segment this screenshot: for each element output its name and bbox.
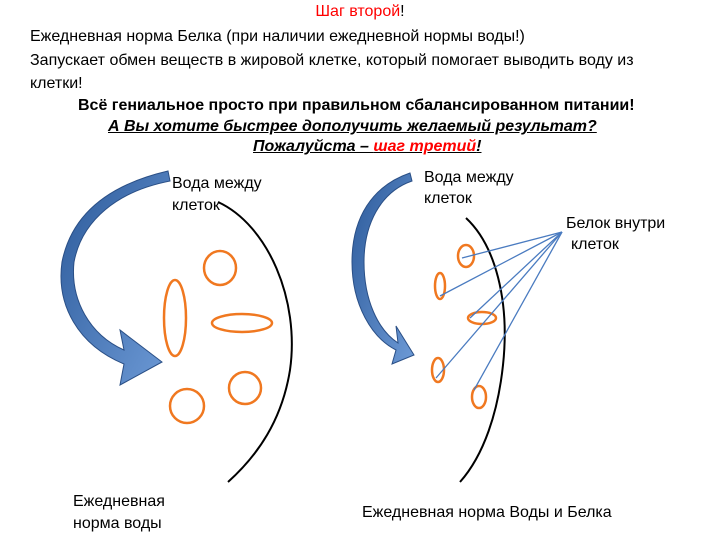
pointer-line-bottom xyxy=(473,231,563,391)
step-three-prefix: Пожалуйста – xyxy=(253,138,374,155)
pointer-line-top xyxy=(461,231,563,259)
left-cell-round-top xyxy=(202,249,238,287)
right-cell-top xyxy=(456,243,476,269)
genius-line: Всё гениальное просто при правильном сба… xyxy=(78,97,635,114)
right-curved-arrow xyxy=(351,172,415,365)
protein-pointer-lines xyxy=(435,231,563,391)
question-line: А Вы хотите быстрее дополучить желаемый … xyxy=(108,118,597,135)
left-daily-label-line2: норма воды xyxy=(73,515,162,532)
left-daily-label-line1: Ежедневная xyxy=(73,493,165,510)
pointer-line-lower xyxy=(435,231,563,379)
right-water-label-line1: Вода между xyxy=(424,169,514,186)
protein-label-line1: Белок внутри xyxy=(566,215,666,232)
step-two-highlight: Шаг второй xyxy=(315,3,401,20)
left-daily-water-label: Ежедневная норма воды xyxy=(73,491,165,535)
left-water-label-line1: Вода между xyxy=(172,175,262,192)
step-three-exclamation: ! xyxy=(476,138,482,155)
step-two-title: Шаг второй! xyxy=(0,2,720,21)
protein-label-line2: клеток xyxy=(571,236,619,253)
left-curved-arrow xyxy=(60,170,171,386)
right-daily-water-protein-label: Ежедневная норма Воды и Белка xyxy=(362,504,612,521)
step-three-line: Пожалуйста – шаг третий! xyxy=(253,137,481,156)
right-water-label-line2: клеток xyxy=(424,190,472,207)
left-cell-wide xyxy=(210,312,274,334)
right-cell-lower xyxy=(430,356,446,384)
step-three-highlight: шаг третий xyxy=(373,138,477,155)
right-water-between-label: Вода между клеток xyxy=(424,167,514,209)
protein-inside-label: Белок внутри клеток xyxy=(566,213,665,255)
pointer-line-mid xyxy=(469,231,563,319)
left-cell-membrane xyxy=(217,201,293,483)
metabolism-line-end: клетки! xyxy=(30,75,83,92)
left-cell-tall xyxy=(162,278,188,358)
right-cell-left xyxy=(433,271,447,301)
left-water-between-label: Вода между клеток xyxy=(172,173,262,217)
left-cell-round-bottom xyxy=(168,387,206,425)
right-cell-bottom xyxy=(470,384,488,410)
metabolism-line: Запускает обмен веществ в жировой клетке… xyxy=(30,52,634,69)
left-cell-round-mid xyxy=(227,370,263,406)
step-two-exclamation: ! xyxy=(400,3,405,20)
pointer-line-left xyxy=(439,231,563,297)
left-water-label-line2: клеток xyxy=(172,197,220,214)
protein-norm-line: Ежедневная норма Белка (при наличии ежед… xyxy=(30,28,525,45)
right-cell-membrane xyxy=(459,217,506,483)
